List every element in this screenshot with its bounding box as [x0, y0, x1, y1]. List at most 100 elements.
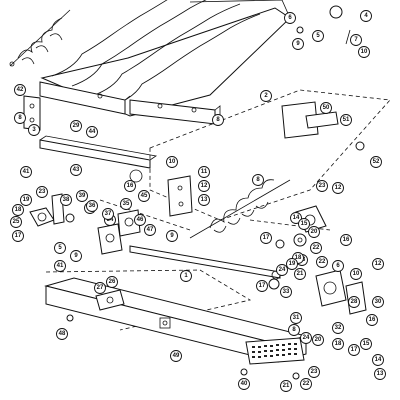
callout-11: 11 — [198, 166, 210, 178]
callout-circle — [198, 166, 210, 178]
callout-circle — [312, 30, 324, 42]
callout-number: 24 — [303, 335, 310, 341]
callout-number: 19 — [23, 197, 30, 203]
callout-number: 44 — [89, 129, 96, 135]
callout-circle — [14, 84, 26, 96]
callout-number: 37 — [105, 211, 112, 217]
callout-number: 30 — [375, 299, 382, 305]
callout-18: 18 — [12, 204, 24, 216]
callout-circle — [198, 194, 210, 206]
callout-circle — [86, 200, 98, 212]
callout-22: 22 — [300, 378, 312, 390]
callout-24: 24 — [276, 264, 288, 276]
callout-number: 12 — [375, 261, 382, 267]
callout-circle — [60, 194, 72, 206]
callout-number: 12 — [335, 185, 342, 191]
callout-number: 16 — [343, 237, 350, 243]
callout-number: 16 — [369, 317, 376, 323]
callout-circle — [238, 378, 250, 390]
callout-number: 15 — [301, 221, 308, 227]
callout-21: 21 — [294, 268, 306, 280]
callout-27: 27 — [94, 282, 106, 294]
callout-circle — [166, 156, 178, 168]
callout-number: 13 — [201, 197, 208, 203]
callout-circle — [332, 322, 344, 334]
callout-number: 42 — [17, 87, 24, 93]
callout-8: 8 — [212, 114, 224, 126]
callout-circle — [290, 312, 302, 324]
callout-26: 26 — [106, 276, 118, 288]
callout-number: 20 — [315, 337, 322, 343]
callout-31: 31 — [290, 312, 302, 324]
callout-circle — [28, 124, 40, 136]
callout-number: 27 — [97, 285, 104, 291]
callout-circle — [374, 368, 386, 380]
callout-6: 6 — [332, 260, 344, 272]
callout-number: 31 — [293, 315, 300, 321]
callout-number: 11 — [201, 169, 208, 175]
callout-number: 9 — [170, 233, 174, 239]
callout-number: 33 — [283, 289, 290, 295]
callout-40: 40 — [238, 378, 250, 390]
callout-circle — [332, 260, 344, 272]
callout-circle — [86, 126, 98, 138]
callout-number: 35 — [123, 201, 130, 207]
callout-circle — [260, 90, 272, 102]
callout-circle — [106, 276, 118, 288]
callout-number: 32 — [335, 325, 342, 331]
callout-circle — [102, 208, 114, 220]
callout-15: 15 — [298, 218, 310, 230]
callout-circle — [298, 218, 310, 230]
callout-number: 13 — [377, 371, 384, 377]
callout-5: 5 — [312, 30, 324, 42]
callout-46: 46 — [134, 214, 146, 226]
callout-43: 43 — [70, 164, 82, 176]
callout-circle — [312, 334, 324, 346]
callout-9: 9 — [166, 230, 178, 242]
callout-circle — [320, 102, 332, 114]
callout-circle — [54, 260, 66, 272]
callout-13: 13 — [374, 368, 386, 380]
callout-circle — [370, 156, 382, 168]
callout-circle — [316, 256, 328, 268]
callout-number: 49 — [173, 353, 180, 359]
callout-number: 23 — [311, 369, 318, 375]
callout-circle — [358, 46, 370, 58]
callout-12: 12 — [198, 180, 210, 192]
callout-circle — [120, 198, 132, 210]
callout-number: 12 — [201, 183, 208, 189]
callout-16: 16 — [366, 314, 378, 326]
drive-shaft-part — [129, 245, 281, 280]
callout-number: 23 — [39, 189, 46, 195]
end-grille-part — [245, 337, 305, 365]
callout-number: 25 — [13, 219, 20, 225]
callout-circle — [280, 380, 292, 392]
callout-42: 42 — [14, 84, 26, 96]
callout-number: 23 — [319, 183, 326, 189]
callout-circle — [54, 242, 66, 254]
callout-circle — [372, 258, 384, 270]
callout-number: 41 — [23, 169, 30, 175]
callout-8: 8 — [288, 324, 300, 336]
callout-33: 33 — [280, 286, 292, 298]
callout-number: 43 — [73, 167, 80, 173]
callout-8: 8 — [14, 112, 26, 124]
callout-10: 10 — [350, 268, 362, 280]
callout-25: 25 — [10, 216, 22, 228]
callout-24: 24 — [300, 332, 312, 344]
callout-22: 22 — [316, 256, 328, 268]
callout-number: 14 — [293, 215, 300, 221]
callout-number: 5 — [316, 33, 320, 39]
callout-number: 26 — [109, 279, 116, 285]
callout-7: 7 — [350, 34, 362, 46]
callout-circle — [12, 230, 24, 242]
side-bracket-part — [167, 175, 193, 217]
callout-number: 48 — [59, 331, 66, 337]
callout-number: 10 — [169, 159, 176, 165]
callout-28: 28 — [348, 296, 360, 308]
callout-number: 9 — [74, 253, 78, 259]
callout-17: 17 — [260, 232, 272, 244]
callout-14: 14 — [372, 354, 384, 366]
callout-circle — [348, 296, 360, 308]
callout-circle — [360, 10, 372, 22]
